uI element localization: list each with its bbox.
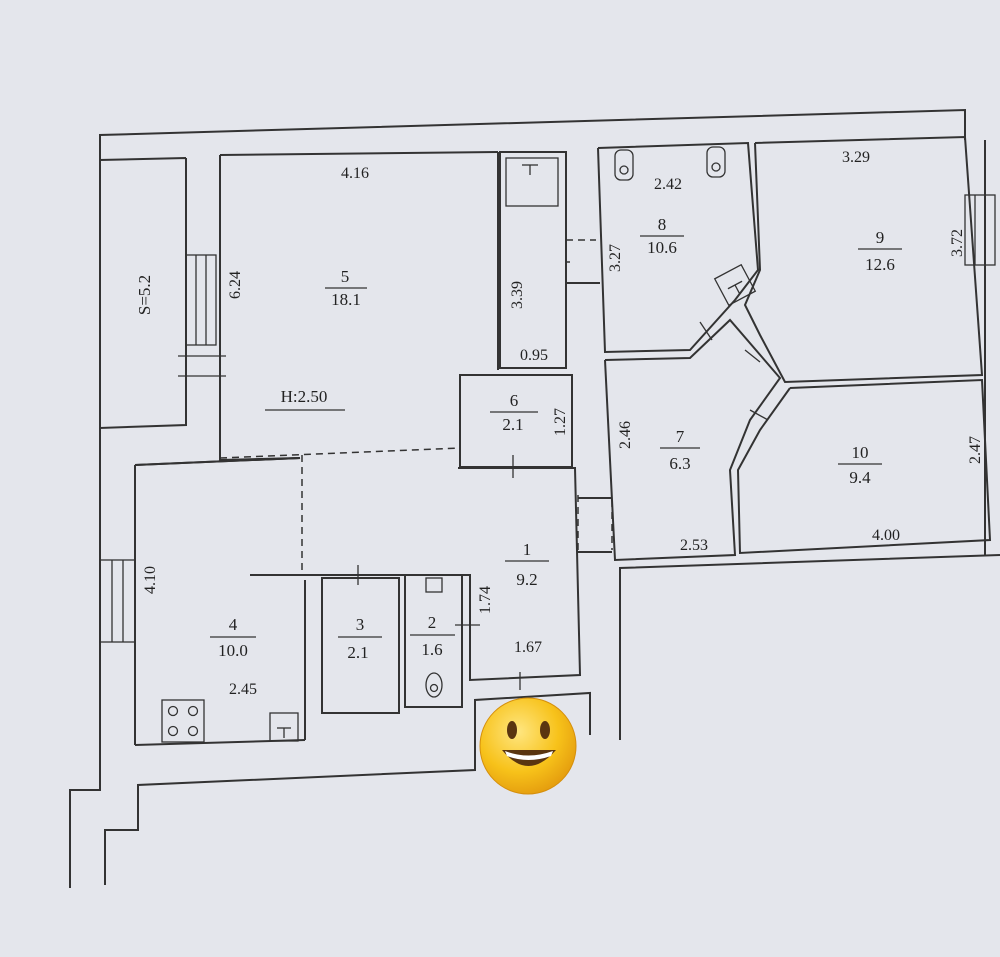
room-4-area: 10.0 [218,641,248,660]
room-6-area: 2.1 [502,415,523,434]
balcony-area: S=5.2 [135,275,154,315]
room-6-number: 6 [510,391,519,410]
dim-4-10: 4.10 [142,566,159,594]
room-8-area: 10.6 [647,238,677,257]
sink-icon [269,712,299,742]
dim-6-24: 6.24 [227,271,244,299]
room-9-number: 9 [876,228,885,247]
outer-walls [69,108,1000,888]
room-8-walls [597,141,760,354]
dim-2-42: 2.42 [654,176,682,193]
dim-2-45: 2.45 [229,681,257,698]
dim-3-39: 3.39 [509,281,526,309]
dim-0-95: 0.95 [520,347,548,364]
dim-1-27: 1.27 [552,408,569,436]
room-3-walls [321,577,400,714]
door-ticks [699,321,769,421]
room-10-area: 9.4 [849,468,871,487]
room-4-number: 4 [229,615,238,634]
room-9-area: 12.6 [865,255,895,274]
grinning-face-icon [479,697,577,795]
dim-2-53: 2.53 [680,537,708,554]
room-3-number: 3 [356,615,365,634]
dim-2-46: 2.46 [617,421,634,449]
room-2-number: 2 [428,613,437,632]
labels: S=5.2 5 18.1 H:2.50 6 2.1 8 10.6 9 12.6 … [135,149,984,698]
room-2-walls [404,574,463,708]
dim-1-67: 1.67 [514,639,542,656]
stove-icon [161,699,205,743]
room-5-area: 18.1 [331,290,361,309]
room-10-walls [736,378,992,555]
room-7-number: 7 [676,427,685,446]
dim-4-00: 4.00 [872,527,900,544]
water-heater-icon [713,263,757,307]
dim-1-74: 1.74 [477,586,494,614]
ceiling-height: H:2.50 [281,387,328,406]
room-8-fixtures [614,146,726,181]
ventilation-shaft [499,151,567,369]
room-1-number: 1 [523,540,532,559]
room-3-area: 2.1 [347,643,368,662]
room-7-walls [604,318,782,562]
room-9-walls [743,135,984,384]
room-7-area: 6.3 [669,454,690,473]
room-2-area: 1.6 [421,640,442,659]
room-1-area: 9.2 [516,570,537,589]
dim-3-29: 3.29 [842,149,870,166]
dim-3-27: 3.27 [607,244,624,272]
room-5-number: 5 [341,267,350,286]
dim-3-72: 3.72 [949,229,966,257]
dim-2-47: 2.47 [967,436,984,464]
room-8-number: 8 [658,215,667,234]
toilet-icon [425,577,443,698]
room-10-number: 10 [852,443,869,462]
dim-4-16: 4.16 [341,165,369,182]
